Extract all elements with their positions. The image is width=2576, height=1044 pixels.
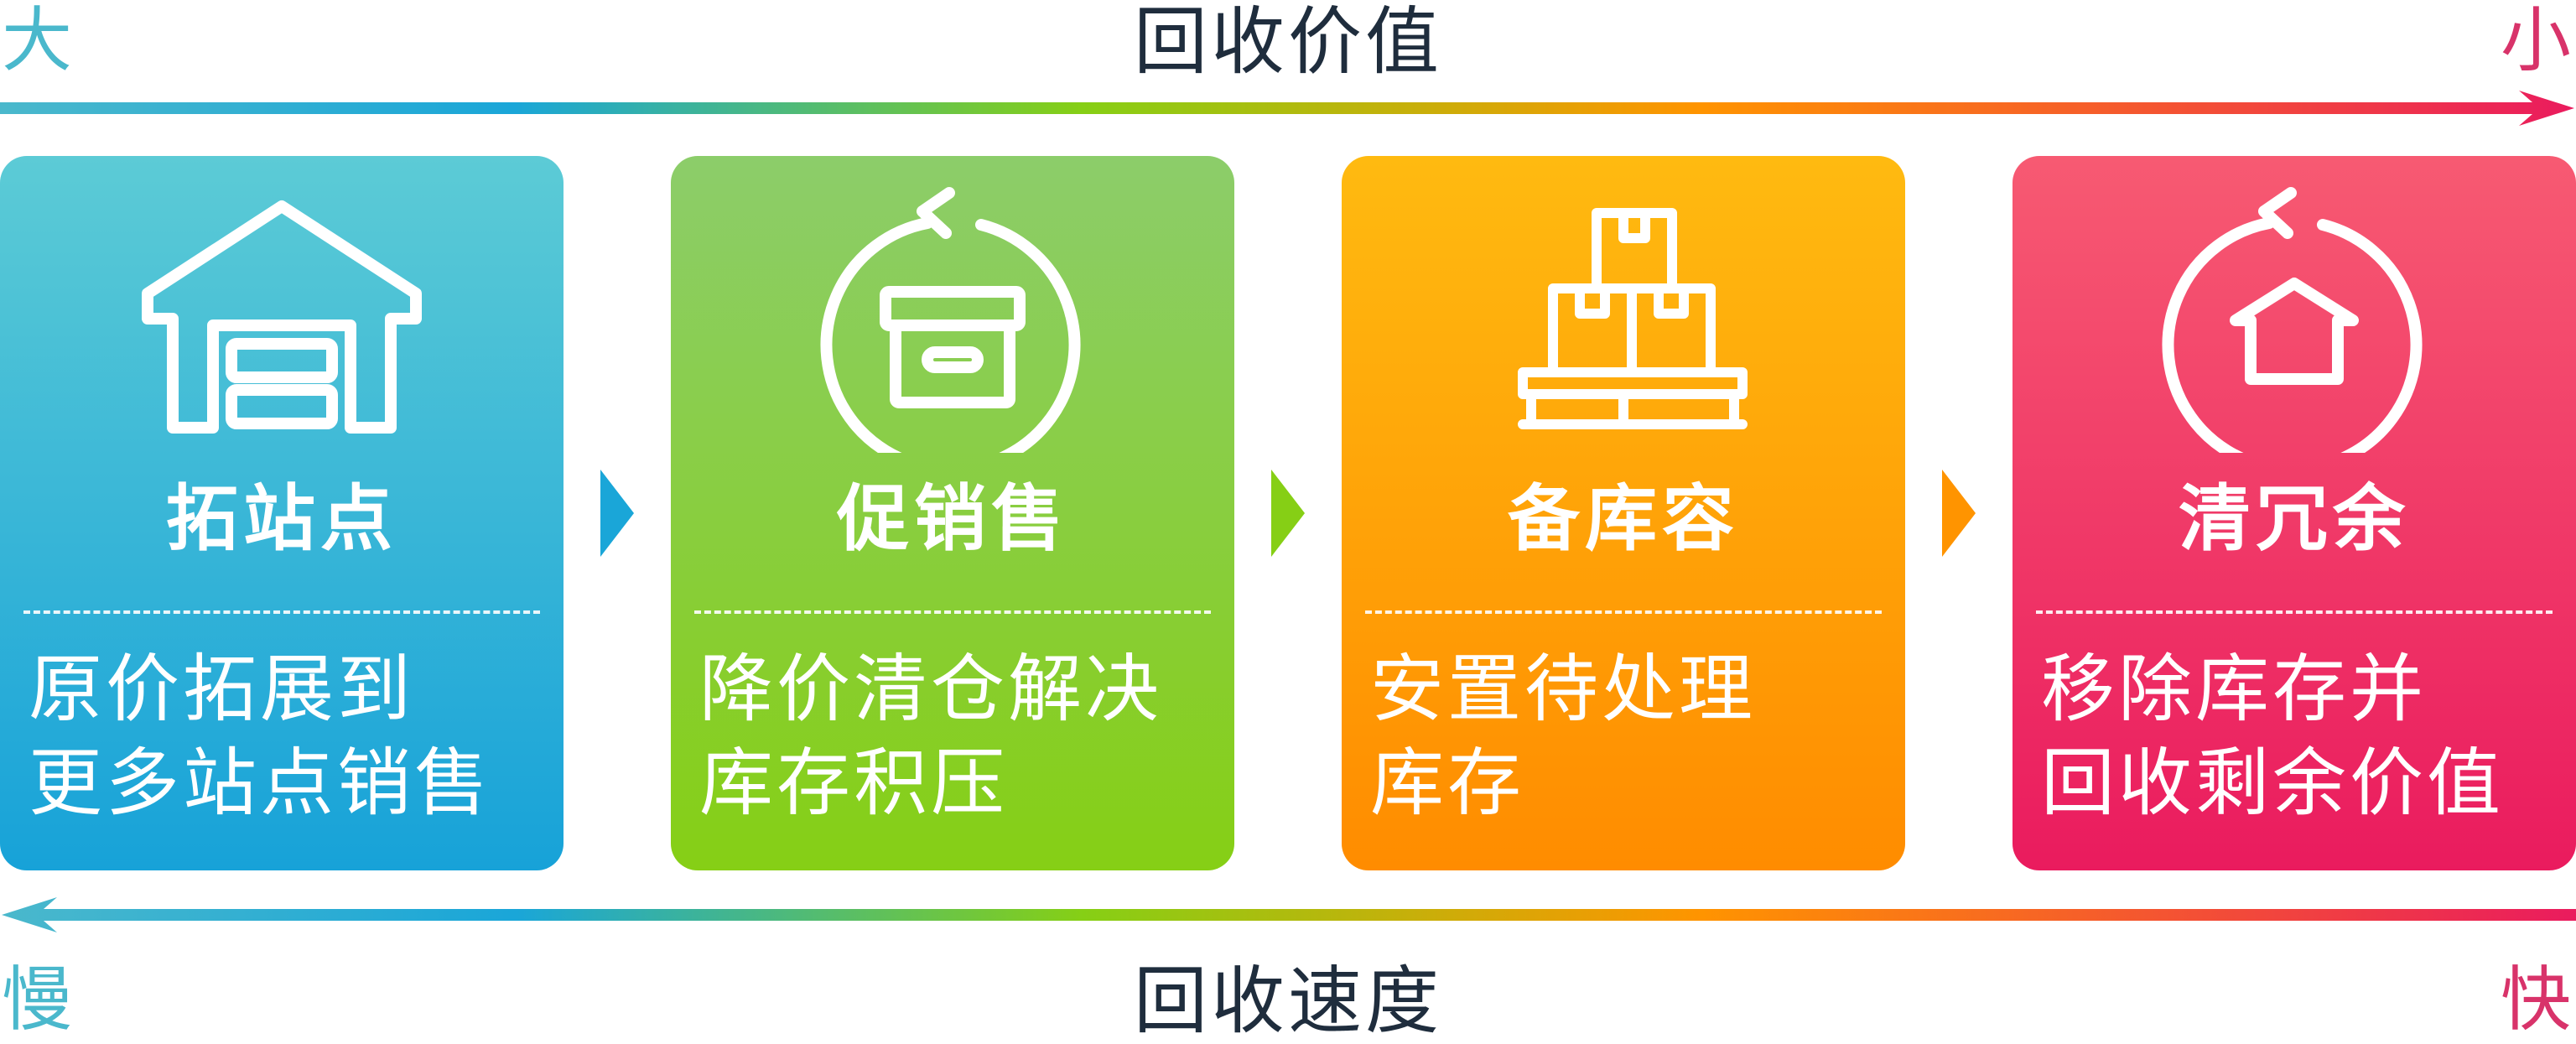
chevron-right-icon xyxy=(1942,470,1976,557)
card-expand-sites: 拓站点 原价拓展到 更多站点销售 xyxy=(0,156,564,870)
chevron-right-icon xyxy=(1271,470,1305,557)
speed-slow-label: 慢 xyxy=(2,958,73,1041)
card-title: 促销售 xyxy=(837,477,1068,561)
card-title: 拓站点 xyxy=(166,477,397,561)
dashed-divider xyxy=(23,610,540,614)
card-prepare-capacity: 备库容 安置待处理 库存 xyxy=(1342,156,1905,870)
card-description: 移除库存并 回收剩余价值 xyxy=(2041,646,2505,826)
card-icon-area xyxy=(1342,156,1905,458)
dashed-divider xyxy=(694,610,1211,614)
card-title: 备库容 xyxy=(1508,477,1739,561)
dashed-divider xyxy=(2036,610,2553,614)
warehouse-icon xyxy=(142,200,422,434)
card-clear-redundancy: 清冗余 移除库存并 回收剩余价值 xyxy=(2012,156,2576,870)
speed-axis-title: 回收速度 xyxy=(1133,958,1442,1044)
card-icon-area xyxy=(0,156,564,458)
card-promote-sales: 促销售 降价清仓解决 库存积压 xyxy=(671,156,1234,870)
card-icon-area xyxy=(671,156,1234,458)
card-description: 原价拓展到 更多站点销售 xyxy=(29,646,492,826)
dashed-divider xyxy=(1365,610,1882,614)
card-description: 安置待处理 库存 xyxy=(1370,646,1757,826)
speed-fast-label: 快 xyxy=(2500,958,2571,1041)
value-high-label: 大 xyxy=(2,0,73,81)
value-gradient-arrow xyxy=(0,91,2574,126)
home-cycle-icon xyxy=(2162,187,2423,453)
pallet-boxes-icon xyxy=(1518,208,1748,429)
box-cycle-icon xyxy=(820,187,1081,453)
card-title: 清冗余 xyxy=(2179,477,2410,561)
card-description: 降价清仓解决 库存积压 xyxy=(699,646,1163,826)
speed-gradient-arrow xyxy=(2,897,2576,932)
card-icon-area xyxy=(2012,156,2576,458)
chevron-right-icon xyxy=(600,470,634,557)
value-low-label: 小 xyxy=(2500,0,2571,81)
value-axis-title: 回收价值 xyxy=(1133,0,1442,85)
